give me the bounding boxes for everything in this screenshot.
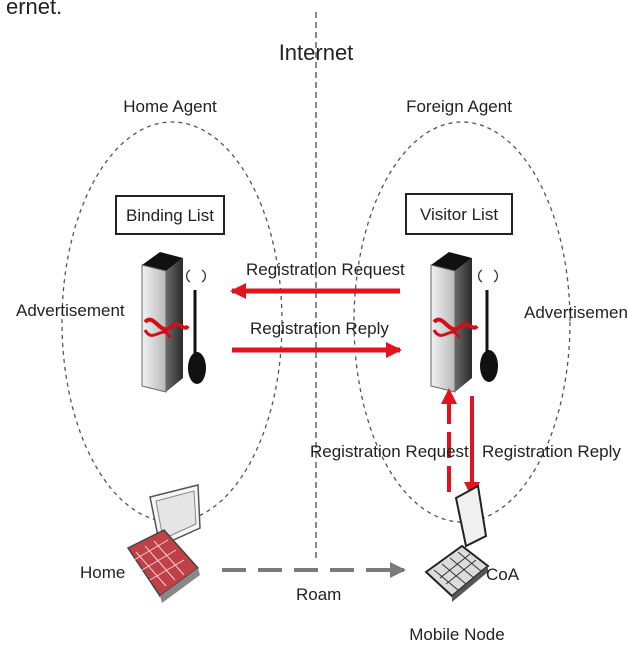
- vertical-registration-request-label: Registration Request: [310, 442, 469, 461]
- home-agent-antenna-icon: [186, 269, 206, 384]
- visitor-list-box: [405, 193, 513, 235]
- binding-list-box: [115, 195, 225, 235]
- home-agent-title: Home Agent: [123, 97, 217, 116]
- foreign-advertisement-label: Advertisement: [524, 303, 628, 322]
- binding-list-label: Binding List: [126, 206, 214, 225]
- roam-label: Roam: [296, 585, 341, 604]
- home-label: Home: [80, 563, 125, 582]
- foreign-agent-region: [353, 121, 571, 523]
- registration-request-label: Registration Request: [246, 260, 405, 279]
- foreign-agent-title: Foreign Agent: [406, 97, 512, 116]
- internet-label: Internet: [279, 40, 354, 65]
- home-advertisement-label: Advertisement: [16, 301, 125, 320]
- vertical-registration-reply-label: Registration Reply: [482, 442, 621, 461]
- foreign-agent-server-icon: [430, 252, 479, 393]
- home-agent-server-icon: [141, 252, 190, 393]
- home-laptop-icon: [126, 484, 201, 603]
- coa-label: CoA: [486, 565, 520, 584]
- visitor-list-label: Visitor List: [420, 205, 498, 224]
- registration-reply-label: Registration Reply: [250, 319, 389, 338]
- top-text: ernet.: [6, 0, 62, 19]
- foreign-agent-antenna-icon: [478, 269, 498, 382]
- mobile-node-label: Mobile Node: [409, 625, 504, 644]
- mobile-node-laptop-icon: [424, 484, 490, 602]
